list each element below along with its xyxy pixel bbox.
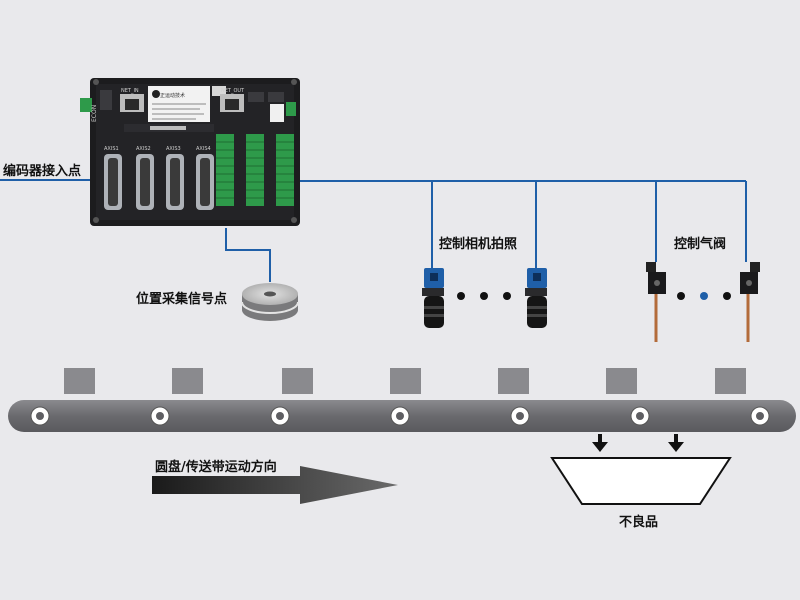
axis2-connector: [136, 154, 154, 210]
position-signal-line: [225, 228, 271, 282]
encoder-input-label: 编码器接入点: [3, 164, 82, 179]
camera-2: [525, 268, 547, 328]
power-connector: [80, 98, 92, 112]
net-out-label: NET_OUT: [221, 88, 245, 94]
position-sensor-disk: [241, 283, 299, 321]
aux-connector: [286, 102, 296, 116]
signal-lines: [0, 179, 747, 282]
down-arrow-icon: [668, 442, 684, 452]
econ-port: [100, 90, 112, 110]
ellipsis-dot: [503, 292, 511, 300]
motion-controller: [80, 78, 300, 226]
camera-control-label: 控制相机拍照: [439, 237, 518, 252]
terminal-block-1: [216, 134, 234, 206]
product-box: [390, 368, 421, 394]
terminal-block-2: [246, 134, 264, 206]
camera-ellipsis-dots: [457, 292, 511, 300]
valve-ellipsis-dots: [677, 292, 731, 300]
axis-connectors: [104, 154, 214, 210]
camera-1: [422, 268, 444, 328]
brand-label: 正运动技术: [160, 92, 185, 99]
axis4-connector: [196, 154, 214, 210]
conveyor-belt: [8, 400, 796, 432]
valve-control-label: 控制气阀: [674, 237, 727, 252]
ellipsis-dot: [480, 292, 488, 300]
io-terminal-blocks: [216, 134, 294, 206]
axis2-label: AXIS2: [136, 146, 151, 152]
product-box: [498, 368, 529, 394]
product-box: [282, 368, 313, 394]
axis1-connector: [104, 154, 122, 210]
down-arrow-icon: [592, 442, 608, 452]
axis3-label: AXIS3: [166, 146, 181, 152]
ejection-arrows: [592, 434, 684, 452]
direction-arrow: [152, 466, 398, 504]
reject-label: 不良品: [619, 515, 659, 530]
product-boxes: [64, 368, 746, 394]
product-box: [172, 368, 203, 394]
air-valve-1: [646, 262, 666, 342]
air-valve-2: [740, 262, 760, 342]
product-box: [606, 368, 637, 394]
ellipsis-dot: [723, 292, 731, 300]
econ-label: ECON: [91, 105, 98, 122]
product-box: [64, 368, 95, 394]
ellipsis-dot: [677, 292, 685, 300]
brand-logo-icon: [152, 90, 160, 98]
ellipsis-dot: [457, 292, 465, 300]
direction-label: 圆盘/传送带运动方向: [155, 460, 277, 475]
product-box: [715, 368, 746, 394]
net-in-label: NET_IN: [121, 88, 139, 94]
axis4-label: AXIS4: [196, 146, 211, 152]
axis1-label: AXIS1: [104, 146, 119, 152]
terminal-block-3: [276, 134, 294, 206]
axis3-connector: [166, 154, 184, 210]
ellipsis-dot: [700, 292, 708, 300]
reject-bin: [550, 457, 732, 505]
position-signal-label: 位置采集信号点: [136, 292, 228, 307]
